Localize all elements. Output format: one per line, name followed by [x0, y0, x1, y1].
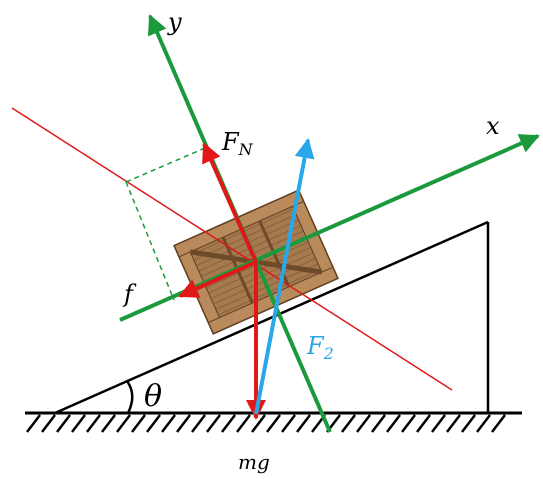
hatch-mark	[341, 414, 356, 433]
ground-hatching	[26, 414, 506, 433]
hatch-mark	[206, 414, 221, 433]
hatch-mark	[296, 414, 311, 433]
x-axis-label: x	[486, 112, 500, 140]
hatch-mark	[56, 414, 71, 433]
hatch-mark	[281, 414, 296, 433]
weight-label: mg	[238, 450, 270, 474]
hatch-mark	[176, 414, 191, 433]
hatch-mark	[356, 414, 371, 433]
hatch-mark	[71, 414, 86, 433]
hatch-mark	[161, 414, 176, 433]
friction-arrow	[178, 260, 257, 298]
hatch-mark	[41, 414, 56, 433]
hatch-mark	[191, 414, 206, 433]
hatch-mark	[491, 414, 506, 433]
applied-force-label: F2	[306, 332, 334, 363]
hatch-mark	[446, 414, 461, 433]
hatch-mark	[221, 414, 236, 433]
hatch-mark	[431, 414, 446, 433]
normal-force-arrow	[202, 142, 258, 263]
angle-arc	[125, 380, 134, 414]
angle-label: θ	[144, 379, 162, 414]
component-guides	[125, 147, 206, 301]
hatch-mark	[386, 414, 401, 433]
normal-force-label: FN	[221, 128, 254, 159]
hatch-mark	[401, 414, 416, 433]
hatch-mark	[461, 414, 476, 433]
hatch-mark	[26, 414, 41, 433]
hatch-mark	[416, 414, 431, 433]
hatch-mark	[236, 414, 251, 433]
hatch-mark	[101, 414, 116, 433]
hatch-mark	[131, 414, 146, 433]
friction-label: f	[122, 280, 137, 308]
hatch-mark	[371, 414, 386, 433]
applied-force-arrow	[254, 138, 315, 415]
hatch-mark	[251, 414, 266, 433]
hatch-mark	[476, 414, 491, 433]
hatch-mark	[116, 414, 131, 433]
hatch-mark	[86, 414, 101, 433]
incline-normal-line	[11, 107, 453, 391]
ground	[25, 411, 522, 433]
hatch-mark	[266, 414, 281, 433]
y-axis-label: y	[167, 8, 182, 36]
hatch-mark	[146, 414, 161, 433]
